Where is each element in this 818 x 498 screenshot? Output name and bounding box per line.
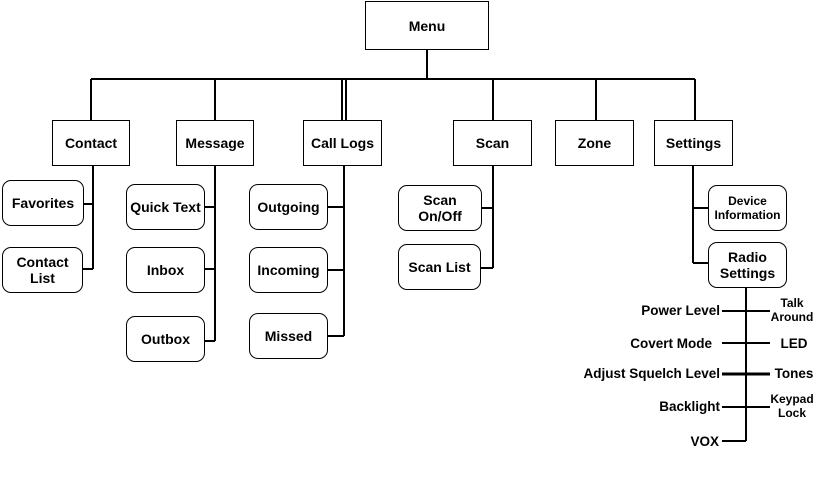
tones-label: Tones bbox=[770, 366, 818, 381]
scan-on-off-node: Scan On/Off bbox=[398, 185, 482, 231]
settings-node: Settings bbox=[654, 120, 733, 166]
backlight-label: Backlight bbox=[600, 399, 720, 414]
radio-settings-node: Radio Settings bbox=[708, 242, 787, 288]
adjust-squelch-level-label: Adjust Squelch Level bbox=[560, 366, 720, 381]
missed-node: Missed bbox=[249, 313, 328, 359]
power-level-label: Power Level bbox=[600, 303, 720, 318]
call-logs-node: Call Logs bbox=[303, 120, 382, 166]
contact-list-node: Contact List bbox=[2, 247, 83, 293]
scan-node: Scan bbox=[453, 120, 532, 166]
message-node: Message bbox=[176, 120, 254, 166]
inbox-node: Inbox bbox=[126, 247, 205, 293]
keypad-lock-label: Keypad Lock bbox=[766, 392, 818, 420]
contact-node: Contact bbox=[52, 120, 130, 166]
device-information-node: Device Information bbox=[708, 185, 787, 231]
incoming-node: Incoming bbox=[249, 247, 328, 293]
talk-around-label: Talk Around bbox=[766, 296, 818, 324]
covert-mode-label: Covert Mode bbox=[590, 336, 712, 351]
menu-node: Menu bbox=[365, 1, 489, 50]
outgoing-node: Outgoing bbox=[249, 184, 328, 230]
quick-text-node: Quick Text bbox=[126, 184, 205, 230]
led-label: LED bbox=[774, 336, 814, 351]
outbox-node: Outbox bbox=[126, 316, 205, 362]
zone-node: Zone bbox=[555, 120, 634, 166]
scan-list-node: Scan List bbox=[398, 244, 481, 290]
favorites-node: Favorites bbox=[2, 180, 84, 226]
vox-label: VOX bbox=[640, 434, 719, 449]
